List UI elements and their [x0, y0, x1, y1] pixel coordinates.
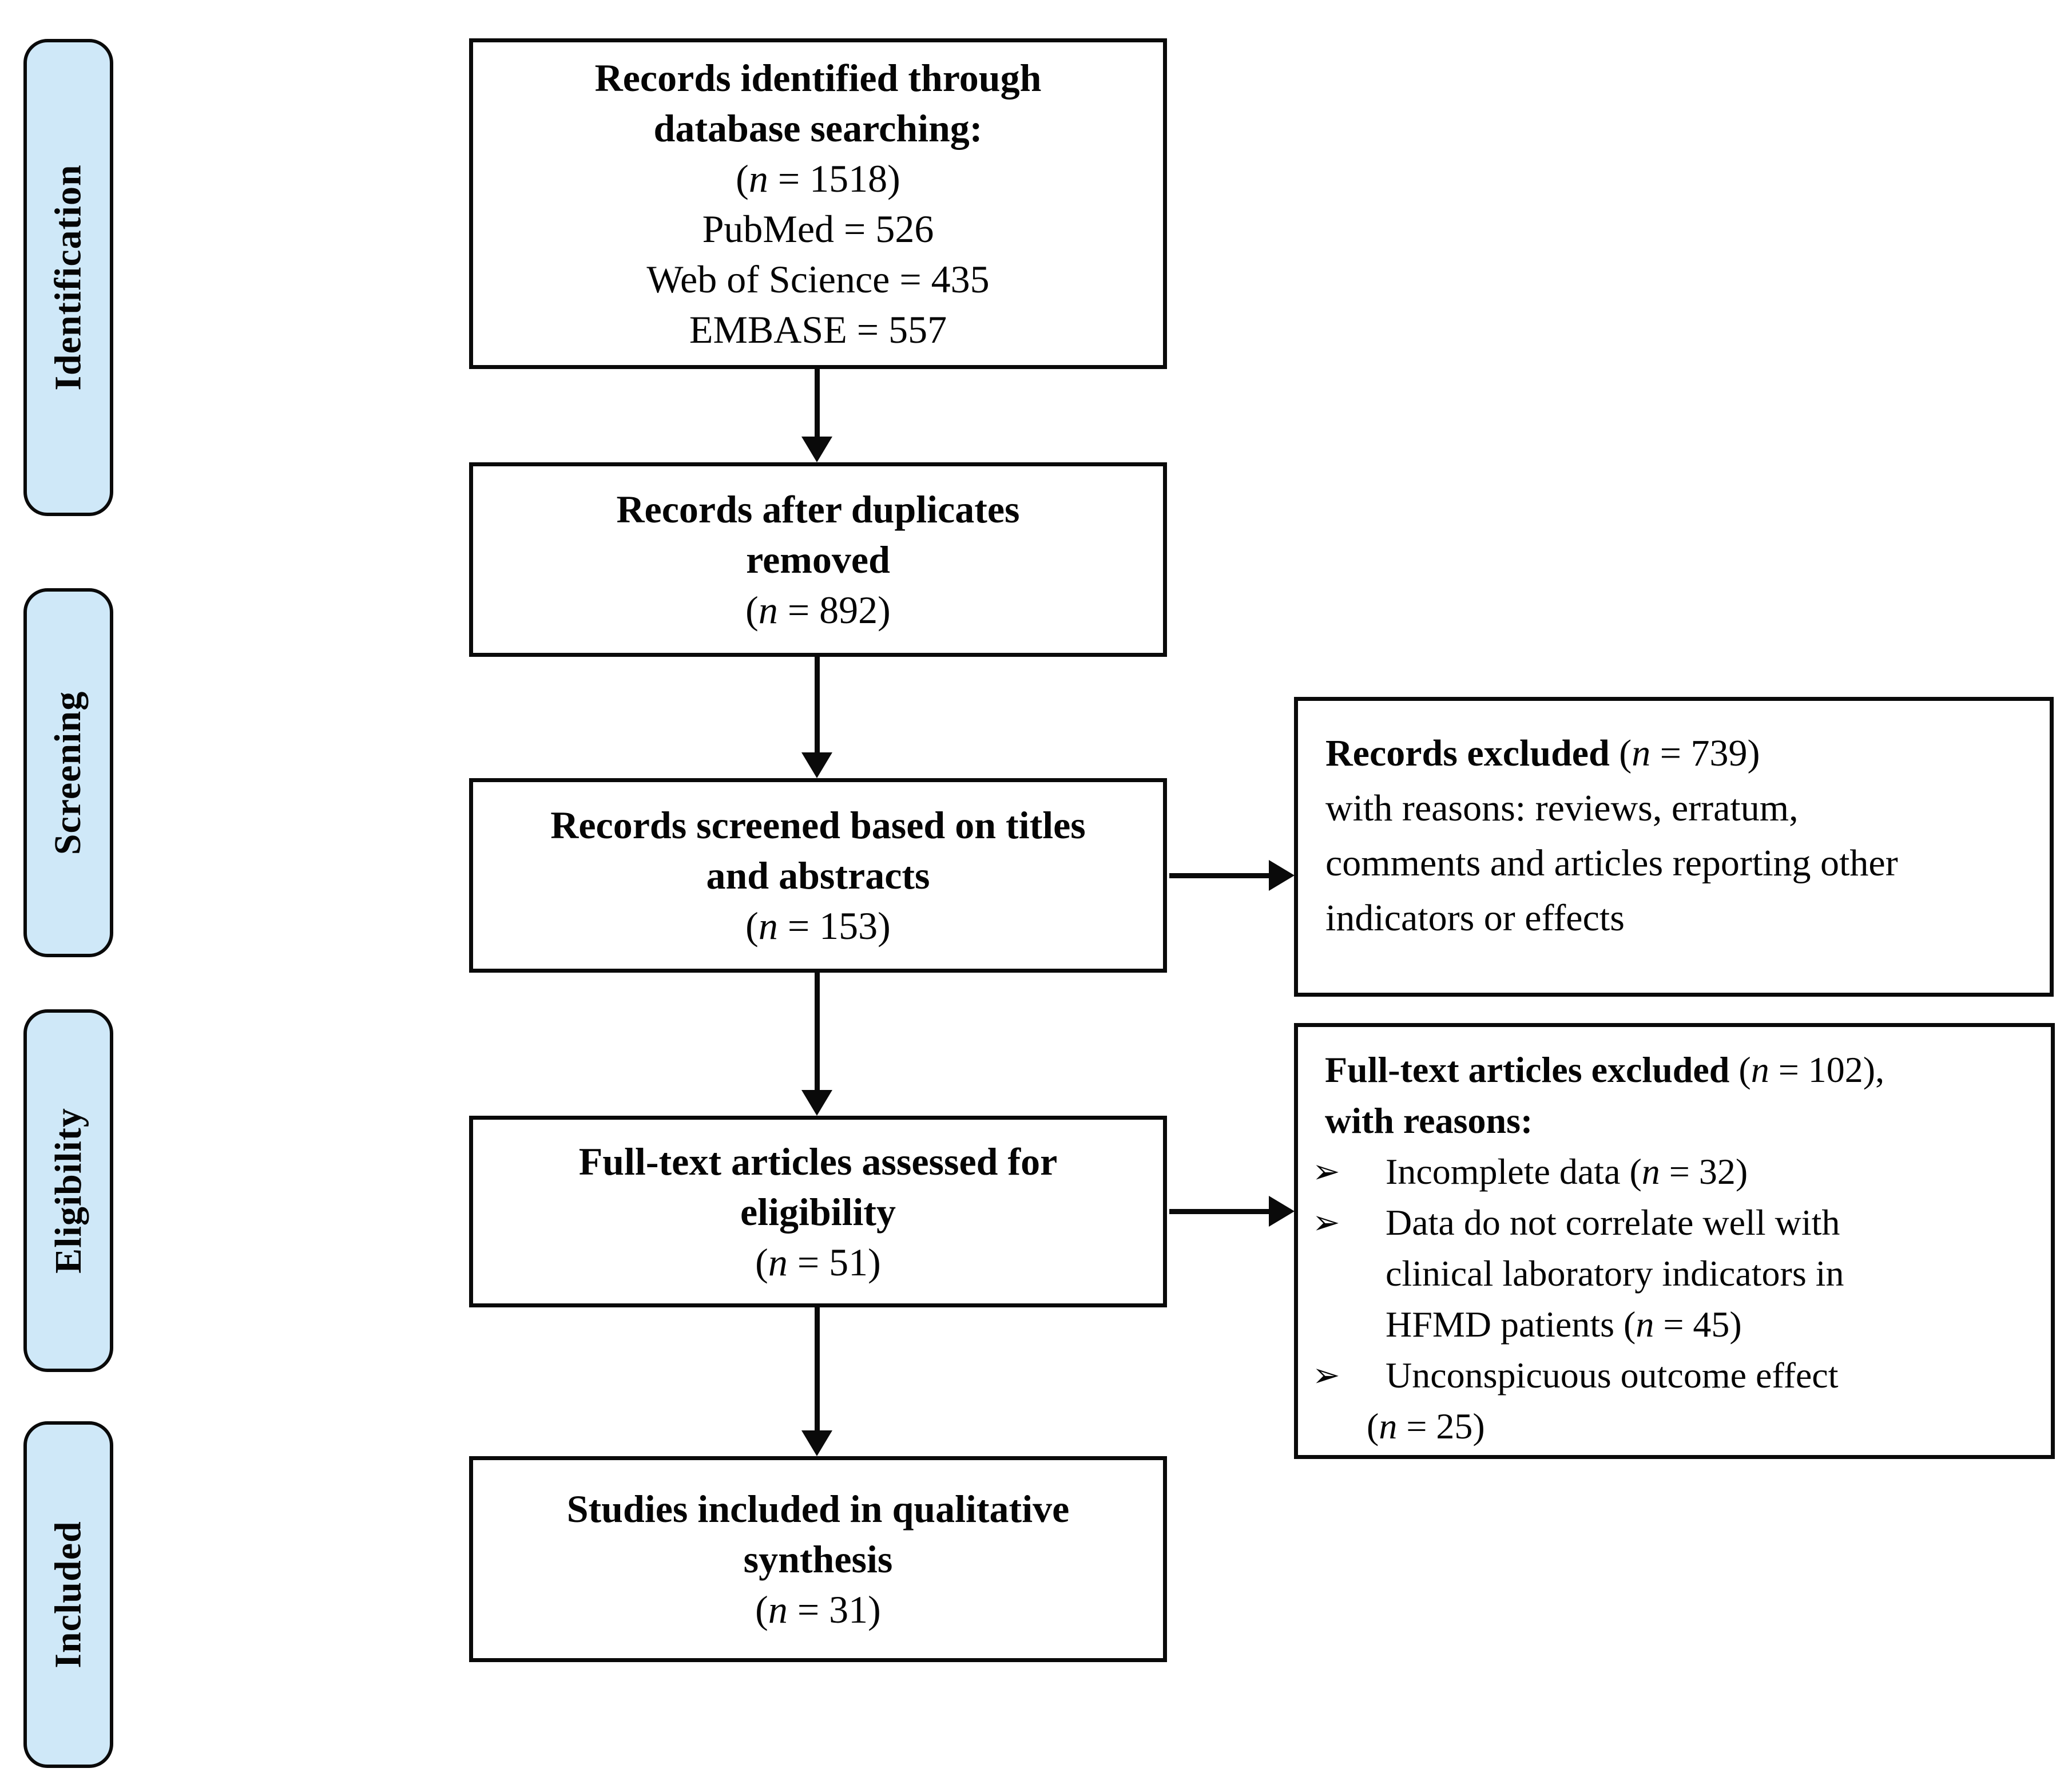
text-line: (n = 51) — [755, 1240, 881, 1284]
stage-included-label: Included — [47, 1521, 89, 1668]
text-line: with reasons: — [1325, 1100, 1533, 1141]
bullet-item: ➢ Incomplete data (n = 32) — [1312, 1146, 2044, 1197]
arrow-line-screened-to-excluded — [1169, 873, 1269, 878]
text-line: HFMD patients (n = 45) — [1386, 1304, 1742, 1345]
arrowhead-bullet-icon: ➢ — [1312, 1152, 1340, 1191]
arrow-head-screened-to-excluded — [1269, 860, 1295, 891]
text-line: Records identified through — [594, 56, 1042, 100]
text-line: PubMed = 526 — [702, 207, 934, 251]
text-line: indicators or effects — [1325, 897, 1625, 939]
bullet-item: ➢ Data do not correlate well with clinic… — [1312, 1197, 2044, 1350]
arrow-line-identified-to-duplicates — [815, 369, 820, 438]
text-line: comments and articles reporting other — [1325, 842, 1898, 884]
text-line: with reasons: reviews, erratum, — [1325, 787, 1799, 829]
box-records-excluded: Records excluded (n = 739) with reasons:… — [1294, 697, 2054, 997]
text-line: database searching: — [653, 106, 983, 150]
text-line: Records screened based on titles — [550, 803, 1086, 847]
arrowhead-bullet-icon: ➢ — [1312, 1203, 1340, 1242]
arrow-head-fulltext-to-excluded — [1269, 1196, 1295, 1227]
arrow-head-identified-to-duplicates — [801, 437, 832, 462]
arrowhead-bullet-icon: ➢ — [1312, 1355, 1340, 1394]
bullet-item: ➢ Unconspicuous outcome effect — [1312, 1350, 2044, 1401]
stage-screening: Screening — [23, 588, 113, 957]
stage-identification-label: Identification — [47, 164, 89, 391]
text-line: and abstracts — [706, 854, 930, 897]
box-records-identified: Records identified through database sear… — [469, 38, 1167, 369]
arrow-head-duplicates-to-screened — [801, 752, 832, 778]
arrow-line-duplicates-to-screened — [815, 657, 820, 753]
text-line: Data do not correlate well with — [1386, 1202, 1840, 1243]
text-line: (n = 153) — [745, 904, 891, 947]
arrow-head-screened-to-fulltext — [801, 1090, 832, 1116]
text-line: Studies included in qualitative — [566, 1487, 1070, 1531]
arrow-line-fulltext-to-excluded — [1169, 1209, 1269, 1214]
arrow-line-screened-to-fulltext — [815, 973, 820, 1091]
text-line: synthesis — [743, 1537, 893, 1581]
box-studies-included: Studies included in qualitative synthesi… — [469, 1456, 1167, 1662]
box-records-screened: Records screened based on titles and abs… — [469, 778, 1167, 973]
stage-eligibility-label: Eligibility — [47, 1108, 89, 1274]
text-line: Unconspicuous outcome effect — [1386, 1355, 1839, 1395]
box-fulltext-assessed: Full-text articles assessed for eligibil… — [469, 1116, 1167, 1307]
stage-included: Included — [23, 1421, 113, 1768]
text-line: Incomplete data (n = 32) — [1386, 1151, 1748, 1192]
text-line: eligibility — [740, 1190, 896, 1234]
text-line: (n = 31) — [755, 1588, 881, 1631]
stage-eligibility: Eligibility — [23, 1009, 113, 1372]
text-line: Full-text articles excluded (n = 102), — [1325, 1049, 1885, 1090]
text-line: removed — [746, 538, 890, 581]
text-line: Records excluded (n = 739) — [1325, 732, 1760, 774]
stage-screening-label: Screening — [47, 691, 89, 855]
arrow-head-fulltext-to-included — [801, 1430, 832, 1456]
text-line: (n = 892) — [745, 588, 891, 632]
text-line: EMBASE = 557 — [689, 308, 947, 351]
text-line: Records after duplicates — [616, 487, 1020, 531]
text-line: clinical laboratory indicators in — [1386, 1253, 1844, 1294]
stage-identification: Identification — [23, 39, 113, 516]
box-duplicates-removed: Records after duplicates removed (n = 89… — [469, 462, 1167, 657]
box-fulltext-excluded: Full-text articles excluded (n = 102), w… — [1294, 1023, 2055, 1459]
text-line: Full-text articles assessed for — [578, 1139, 1058, 1183]
text-line: Web of Science = 435 — [646, 257, 990, 301]
text-line: (n = 25) — [1367, 1406, 1485, 1446]
arrow-line-fulltext-to-included — [815, 1307, 820, 1431]
text-line: (n = 1518) — [736, 157, 900, 200]
